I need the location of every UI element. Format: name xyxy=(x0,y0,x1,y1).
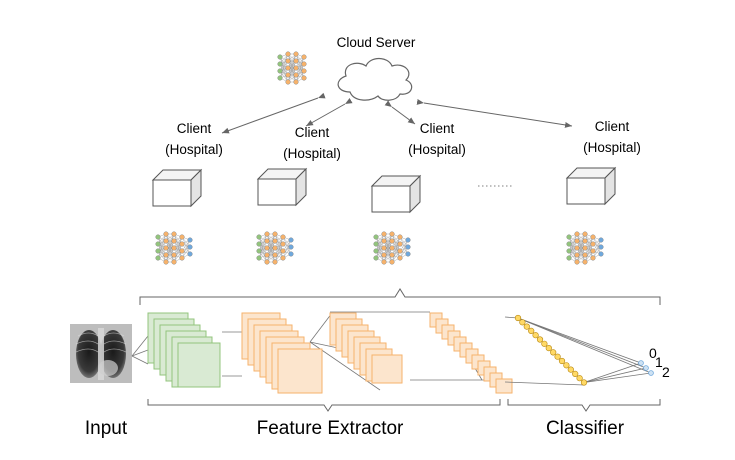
classifier-node xyxy=(545,345,552,352)
classifier-node xyxy=(572,370,579,378)
classifier-node xyxy=(528,327,535,335)
input-label: Input xyxy=(85,418,128,439)
top-brace xyxy=(139,288,661,305)
output-label-0: 0 xyxy=(649,345,657,361)
feature-extractor-layers xyxy=(131,311,585,394)
classifier-node xyxy=(558,357,566,365)
server-box-icon xyxy=(256,167,308,207)
classifier-node xyxy=(541,340,548,347)
client-label-4: Client (Hospital) xyxy=(583,119,641,155)
svg-text:Client: Client xyxy=(420,121,455,136)
classifier-node xyxy=(567,366,574,373)
client-networks xyxy=(155,231,604,265)
client-label-2: Client (Hospital) xyxy=(283,125,341,161)
classifier-node xyxy=(536,336,544,343)
neural-network-icon xyxy=(373,231,411,265)
classifier-label: Classifier xyxy=(546,418,625,439)
server-box-icon xyxy=(565,166,617,206)
neural-network-icon xyxy=(277,51,307,85)
conv-layer-stack xyxy=(329,312,403,384)
classifier-node xyxy=(550,349,557,356)
svg-text:(Hospital): (Hospital) xyxy=(283,146,341,161)
cloud-icon xyxy=(337,57,413,101)
classifier-node xyxy=(514,314,522,322)
chest-xray-image xyxy=(70,324,132,383)
neural-network-icon xyxy=(566,231,604,265)
output-label-2: 2 xyxy=(662,364,670,380)
output-node xyxy=(648,370,654,376)
classifier-layer xyxy=(514,314,654,386)
classifier-node xyxy=(532,332,539,339)
classifier-node xyxy=(519,319,526,326)
conv-layer-stack xyxy=(241,312,323,394)
output-node xyxy=(638,360,644,366)
output-label-1: 1 xyxy=(655,354,663,370)
conv-layer-stack xyxy=(429,312,513,394)
client-boxes xyxy=(151,166,617,214)
classifier-node xyxy=(576,375,583,382)
neural-network-icon xyxy=(256,231,294,265)
feature-extractor-label: Feature Extractor xyxy=(257,418,404,439)
svg-text:(Hospital): (Hospital) xyxy=(165,142,223,157)
cloud-server-label: Cloud Server xyxy=(337,35,416,50)
classifier-brace xyxy=(507,399,661,412)
client-label-3: Client (Hospital) xyxy=(408,121,466,157)
classifier-node xyxy=(580,379,588,386)
client-label-1: Client (Hospital) xyxy=(165,121,223,157)
svg-text:Client: Client xyxy=(595,119,630,134)
communication-arrows xyxy=(221,92,573,134)
classifier-node xyxy=(563,362,570,369)
server-box-icon xyxy=(151,168,203,208)
svg-text:Client: Client xyxy=(295,125,330,140)
conv-layer-stack xyxy=(147,312,221,388)
output-node xyxy=(643,365,649,371)
svg-text:Client: Client xyxy=(177,121,212,136)
neural-network-icon xyxy=(155,231,193,265)
feature-extractor-brace xyxy=(147,399,501,412)
svg-text:(Hospital): (Hospital) xyxy=(583,140,641,155)
classifier-node xyxy=(554,353,561,360)
neural-network-icon xyxy=(277,51,307,85)
classifier-node xyxy=(523,323,530,330)
server-box-icon xyxy=(370,174,422,214)
svg-text:(Hospital): (Hospital) xyxy=(408,142,466,157)
